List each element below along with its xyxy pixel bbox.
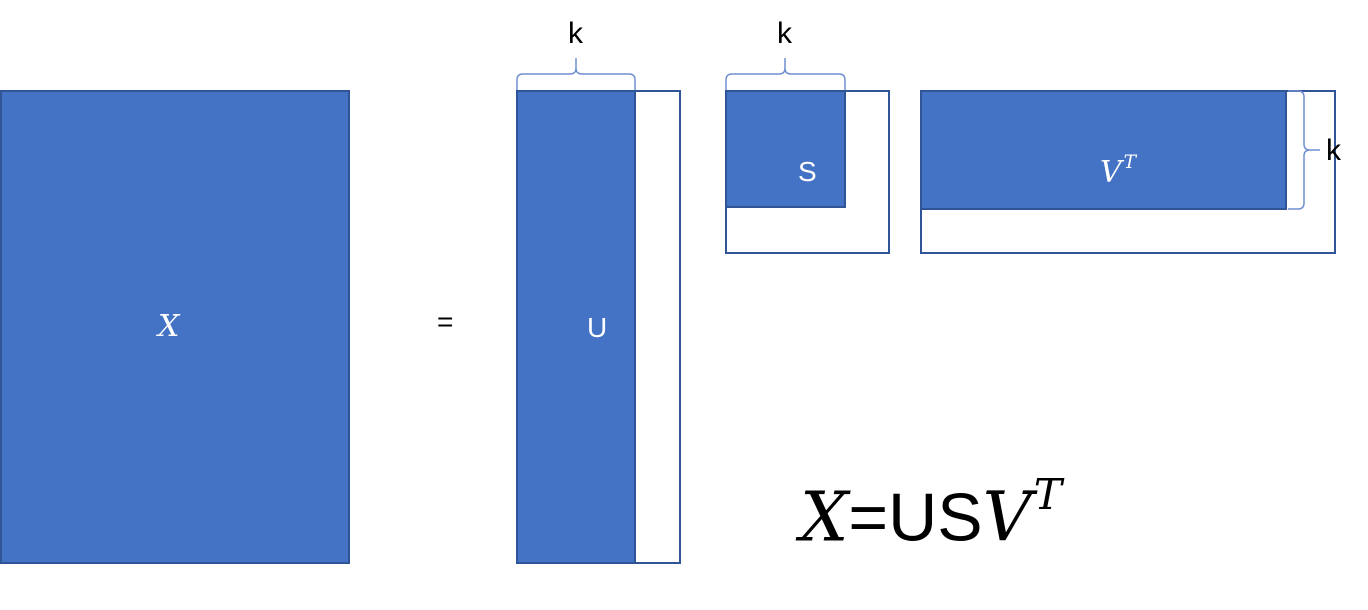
formula-s: S (937, 479, 983, 556)
equals-sign: = (437, 306, 454, 337)
vt-height-brace (1288, 90, 1320, 210)
matrix-u-label: U (587, 312, 608, 343)
matrix-s-label: S (798, 156, 817, 187)
matrix-vt-label-sup: T (1123, 152, 1137, 173)
s-width-brace (725, 58, 846, 90)
formula-sup-t: T (1033, 470, 1062, 519)
matrix-s (725, 90, 846, 208)
vt-height-k-label: k (1326, 134, 1341, 167)
formula-v: V (982, 478, 1032, 558)
svd-formula: X=USVT (800, 473, 1062, 556)
u-width-brace (516, 58, 636, 90)
formula-x: X (800, 478, 849, 558)
matrix-x-label: X (158, 309, 180, 344)
matrix-x (0, 90, 350, 564)
formula-equals: = (848, 479, 889, 556)
matrix-u (516, 90, 636, 564)
matrix-vt-label-v: V (1100, 154, 1122, 190)
formula-u: U (888, 479, 938, 556)
matrix-vt (920, 90, 1287, 210)
s-width-k-label: k (777, 17, 792, 50)
u-width-k-label: k (568, 17, 583, 50)
